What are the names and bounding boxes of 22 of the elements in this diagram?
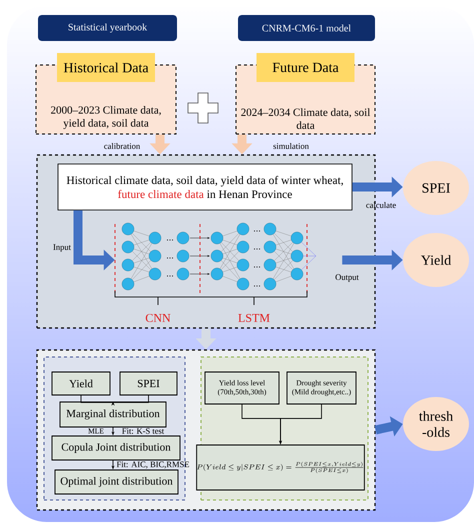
- edge-label: Fit: AIC, BIC,RMSE: [116, 462, 190, 468]
- input-box: Historical climate data, soil data, yield data of winter wheat, future climate data in Henan Province: [58, 164, 352, 210]
- edge-label: Fit: K-S test: [122, 428, 164, 434]
- edge-label: simulation: [273, 143, 309, 149]
- data-box: Historical Data 2000–2023 Climate data, yield data, soil data: [36, 53, 176, 134]
- process-box: Optimal joint distribution: [54, 470, 178, 494]
- node-label: LSTM: [238, 314, 270, 322]
- variable-box: SPEI: [120, 372, 178, 396]
- edge-label: calculate: [366, 202, 396, 208]
- edge-label: Output: [336, 274, 359, 282]
- process-box: Copula Joint distribution: [52, 436, 180, 460]
- process-box: Marginal distribution: [60, 402, 166, 428]
- node-label: CNN: [146, 314, 170, 322]
- neural-network-drawing: CNN LSTM: [114, 222, 316, 322]
- source-label: CNRM-CM6-1 model: [238, 15, 375, 41]
- data-box: Future Data 2024–2034 Climate data, soil data: [236, 53, 376, 134]
- source-label: Statistical yearbook: [38, 15, 177, 41]
- arrow: [111, 395, 149, 406]
- formula-box: $P(Yield \le y|SPEI \le x)=\frac{P(SPEI \le x, Yield \le y)}{P(SPEI \le x)}$: [196, 444, 365, 490]
- variable-box: Yield: [52, 372, 110, 396]
- edge-label: calibration: [104, 143, 140, 149]
- edge-label: Input: [53, 244, 71, 252]
